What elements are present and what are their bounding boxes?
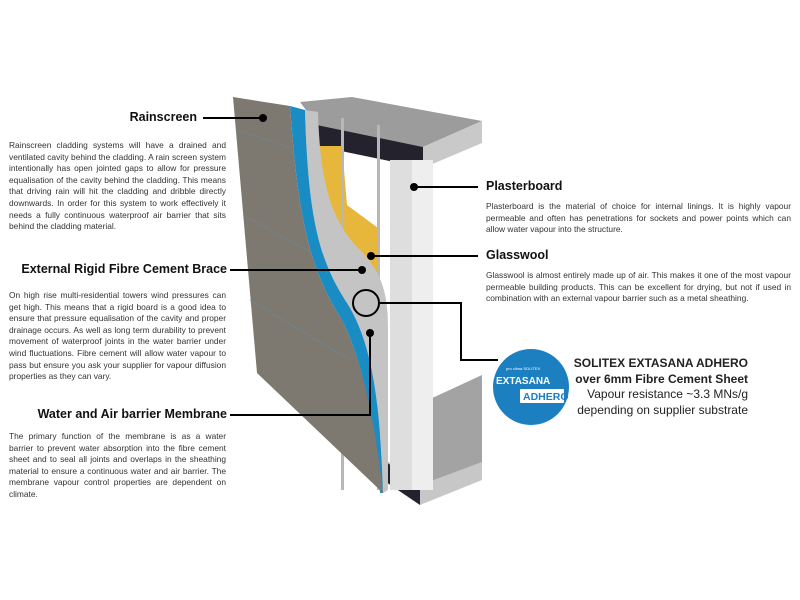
- rainscreen-text: Rainscreen cladding systems will have a …: [9, 140, 226, 232]
- top-slab: [300, 97, 482, 147]
- rainscreen-cladding: [233, 97, 383, 493]
- glasswool-title: Glasswool: [486, 248, 549, 262]
- fibre-cement-sheet: [305, 110, 388, 493]
- plasterboard-face: [412, 160, 433, 490]
- brace-title: External Rigid Fibre Cement Brace: [21, 262, 227, 276]
- top-slab-front: [423, 121, 482, 168]
- logo-brand-text: EXTASANA: [496, 376, 550, 387]
- membrane-leader: [230, 333, 371, 416]
- plasterboard-title: Plasterboard: [486, 179, 563, 193]
- plasterboard-text: Plasterboard is the material of choice f…: [486, 201, 791, 235]
- product-leader: [379, 302, 498, 361]
- detail-circle: [352, 289, 380, 317]
- logo-small-text: pro clima SOLITEX: [506, 366, 541, 371]
- plasterboard-panel: [390, 160, 412, 490]
- glasswool-insulation: [317, 146, 378, 278]
- water-air-barrier-membrane: [290, 106, 383, 493]
- membrane-dot: [366, 329, 374, 337]
- membrane-title: Water and Air barrier Membrane: [37, 407, 227, 421]
- brace-text: On high rise multi-residential towers wi…: [9, 290, 226, 382]
- cladding-joints: [235, 129, 351, 361]
- vapour-resistance: Vapour resistance ~3.3 MNs/g: [587, 387, 748, 401]
- rainscreen-title: Rainscreen: [129, 110, 197, 124]
- brace-dot: [358, 266, 366, 274]
- glasswool-text: Glasswool is almost entirely made up of …: [486, 270, 791, 304]
- rainscreen-dot: [259, 114, 267, 122]
- product-substrate: over 6mm Fibre Cement Sheet: [575, 371, 748, 386]
- bottom-slab: [428, 375, 482, 490]
- plasterboard-dot: [410, 183, 418, 191]
- product-name: SOLITEX EXTASANA ADHERO: [573, 356, 748, 370]
- product-info: SOLITEX EXTASANA ADHERO over 6mm Fibre C…: [574, 356, 748, 418]
- glasswool-dot: [367, 252, 375, 260]
- membrane-text: The primary function of the membrane is …: [9, 431, 226, 499]
- extasana-logo: pro clima SOLITEX EXTASANA ADHERO: [493, 349, 569, 425]
- logo-product-text: ADHERO: [523, 391, 569, 403]
- vapour-note: depending on supplier substrate: [577, 402, 748, 417]
